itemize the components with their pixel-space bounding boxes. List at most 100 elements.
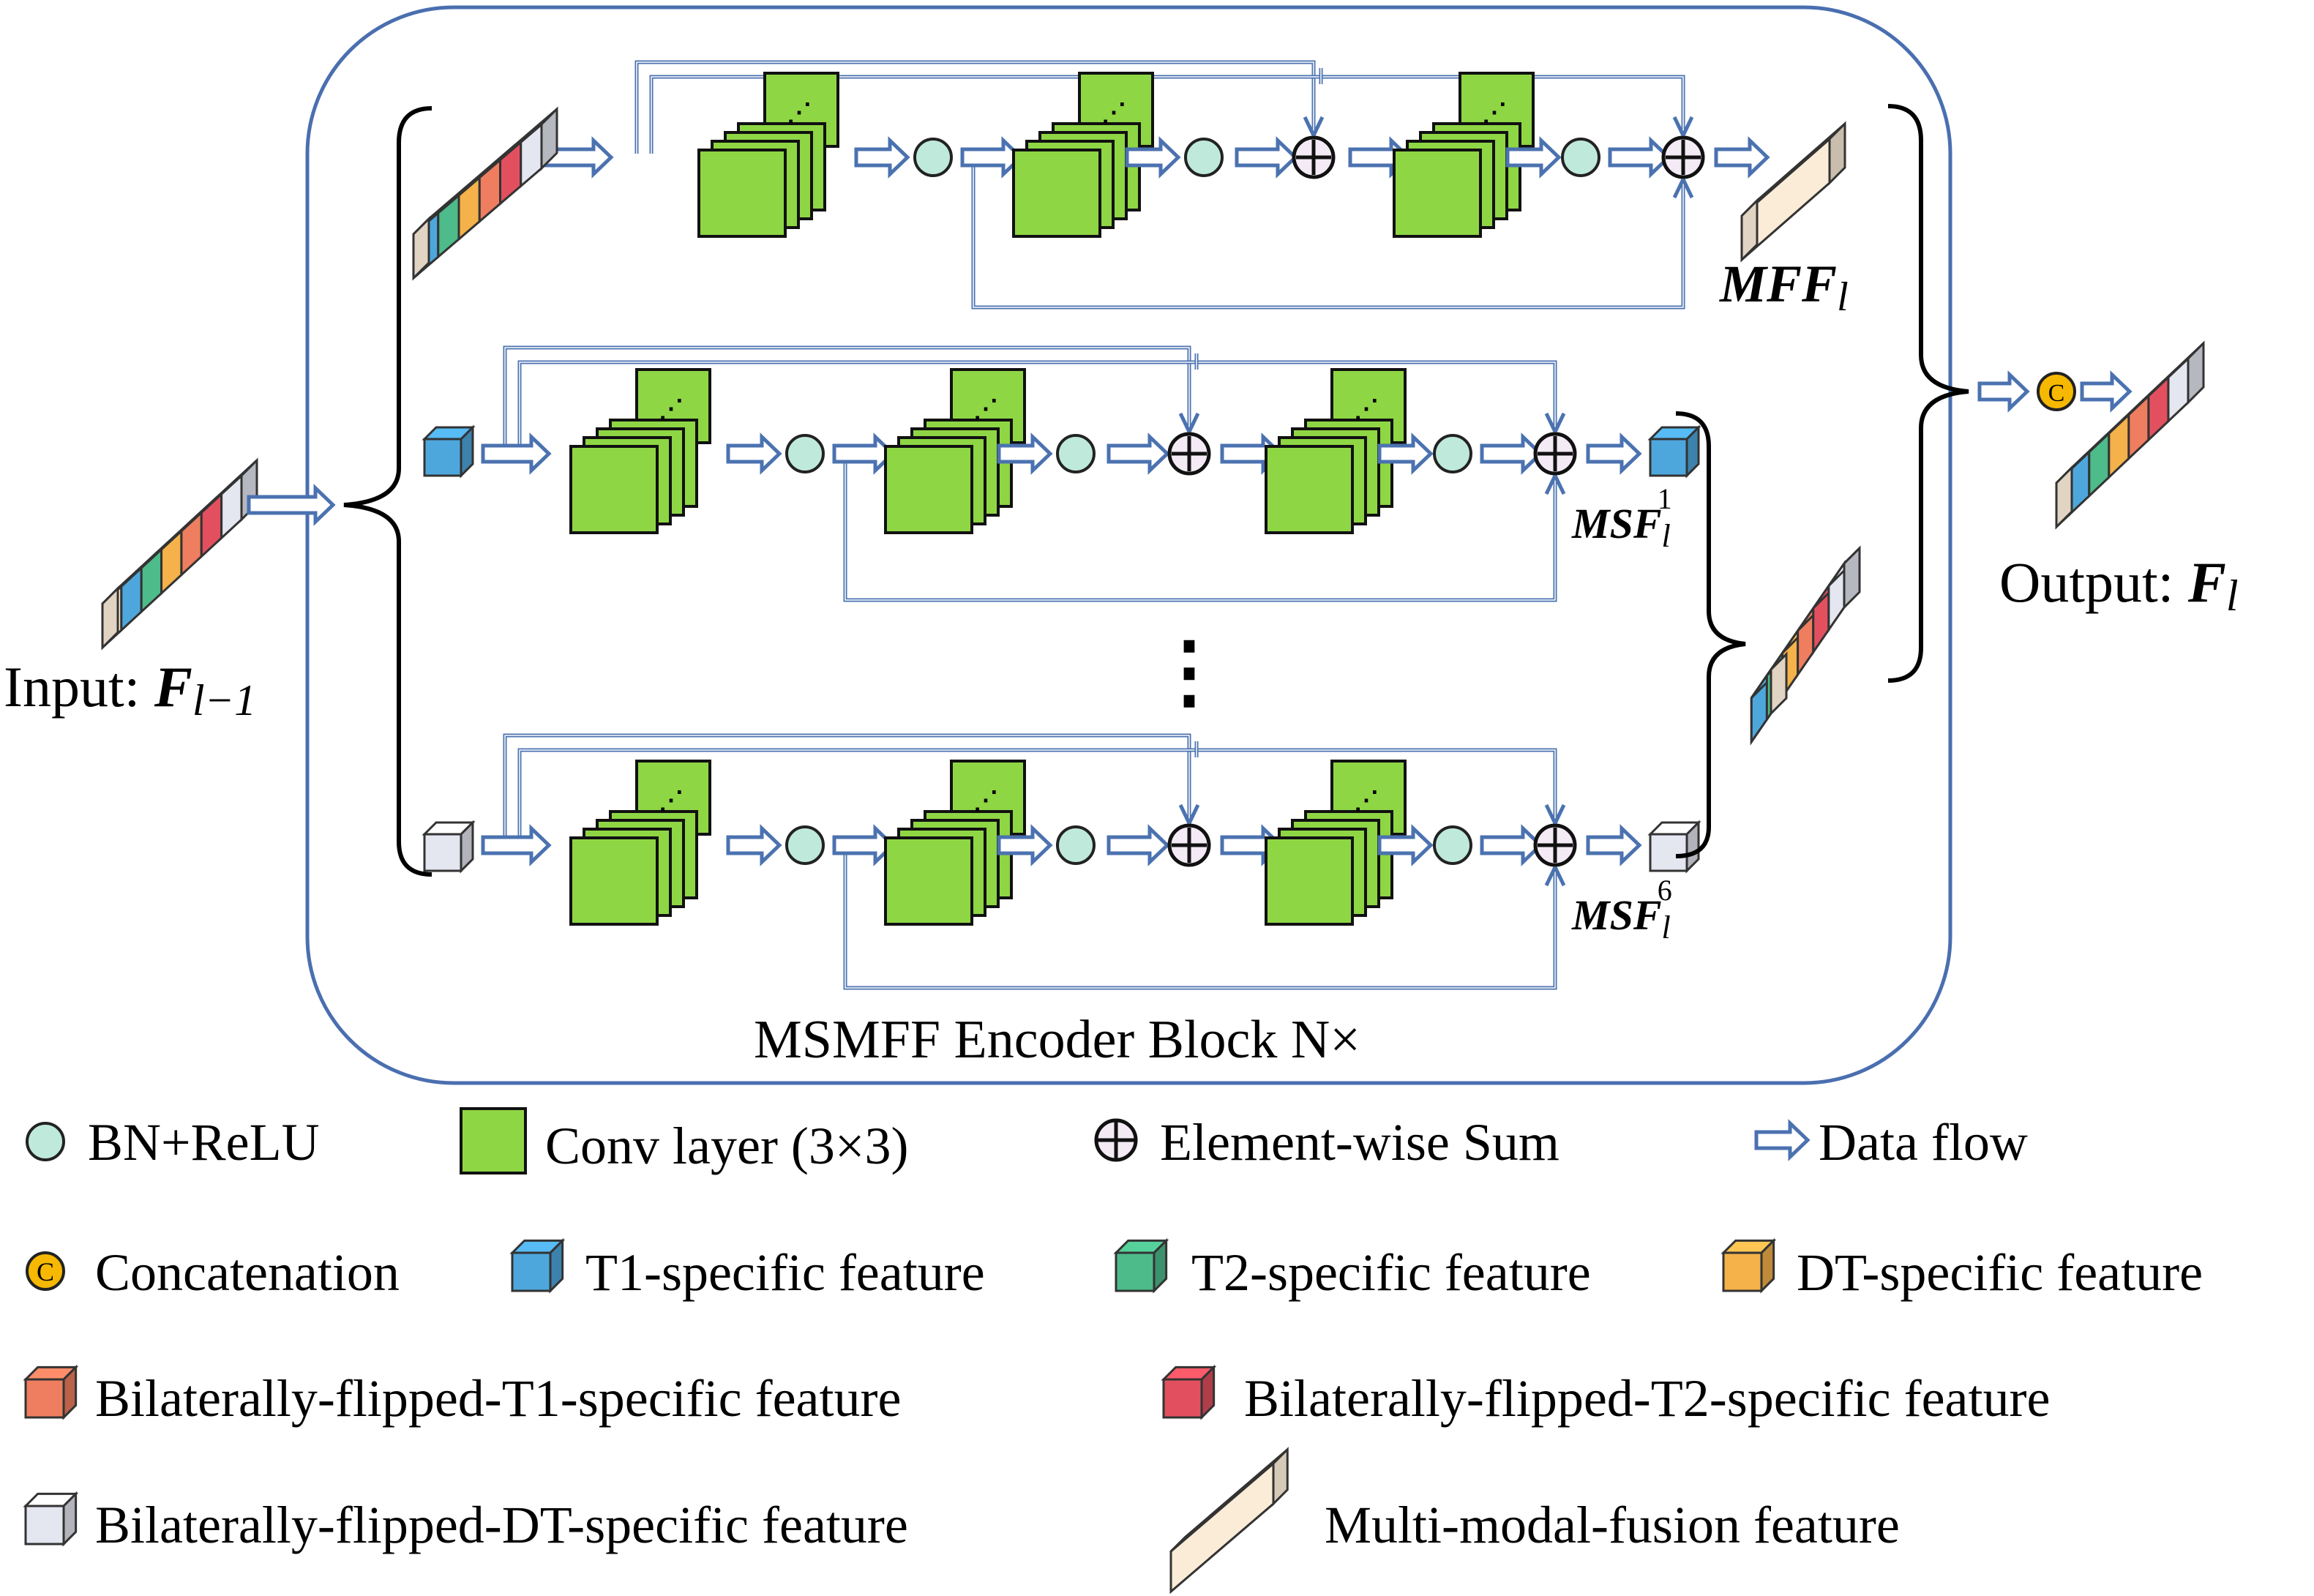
msf6-row-arrow-out — [1586, 824, 1642, 866]
msf6-input-cube-front — [423, 833, 463, 872]
mff-output-bar-start — [1740, 198, 1759, 263]
legend-mmf-icon — [1169, 1447, 1289, 1595]
msf1-row-conv-1-dots: ⋰ — [659, 396, 684, 423]
concat-arrow — [2080, 370, 2133, 413]
msf1-row-conv-3-dots: ⋰ — [1354, 396, 1379, 423]
legend: BN+ReLU Conv layer (3×3) Element-wise Su… — [23, 1107, 2203, 1595]
legend-flow-arrow — [1754, 1119, 1811, 1161]
msf6-input-cube — [422, 820, 476, 874]
msf6-row-conv-3-dots: ⋰ — [1354, 787, 1379, 814]
msf6-row-arrow-in — [481, 824, 552, 866]
block-label: MSMFF Encoder Block N× — [754, 1010, 1360, 1070]
msf1-output-cube — [1647, 424, 1701, 479]
msf1-row-skip-top-1-inner — [504, 347, 1190, 450]
msf1-row-arrow-6 — [1377, 432, 1434, 475]
msf6-row-tip-2 — [1544, 803, 1566, 825]
mff-row-arrow-7 — [1608, 136, 1671, 179]
msf1-row-sum-1 — [1167, 432, 1211, 476]
msf6-row-skip-bottom-inner — [845, 845, 1556, 989]
msf6-row-tip-3 — [1544, 866, 1566, 887]
legend-bf-t1-icon — [23, 1364, 79, 1420]
msf1-row-arrow-1 — [726, 432, 782, 475]
mff-row-bn-2 — [1184, 138, 1224, 177]
msf6-row-skip-top-1-inner — [504, 735, 1190, 842]
legend-bn-relu-icon — [26, 1122, 65, 1161]
mff-row-arrow-in — [543, 136, 614, 179]
legend-bf-t2-label: Bilaterally-flipped-T2-specific feature — [1244, 1369, 2050, 1428]
merge-arrow — [1977, 370, 2030, 413]
mff-row-skip-bottom-inner — [973, 157, 1684, 308]
output-label: Output: Fl — [1999, 550, 2239, 620]
legend-bf-dt-cube-front — [24, 1505, 65, 1546]
legend-t1-cube — [509, 1237, 566, 1294]
msf1-row-tip-1 — [1178, 412, 1200, 433]
msf6-row-conv-3-layer-0 — [1265, 836, 1354, 926]
concat-circle — [2037, 372, 2076, 411]
msf-stacked-bar-start — [1770, 651, 1788, 716]
split-brace — [343, 106, 433, 877]
legend-concat-label: Concatenation — [95, 1243, 400, 1302]
msf6-row-arrow-3 — [997, 824, 1053, 866]
encoder-block-frame — [305, 5, 1952, 1085]
msf6-row-skip-top-2-inner — [519, 749, 1556, 842]
legend-bf-t2-icon — [1161, 1364, 1217, 1420]
legend-dt-icon — [1720, 1237, 1777, 1294]
legend-t2-label: T2-specific feature — [1191, 1243, 1591, 1302]
legend-sum-label: Element-wise Sum — [1160, 1113, 1559, 1172]
mff-row-conv-1: ⋰ — [697, 72, 839, 238]
mff-row-tip-3 — [1672, 178, 1694, 199]
msf1-row-skip-top-2-inner — [519, 361, 1556, 450]
mff-row-bn-1 — [913, 138, 953, 177]
msf1-row-conv-3: ⋰ — [1265, 368, 1407, 534]
msf1-output-cube-front — [1649, 438, 1688, 477]
legend-mmf-front — [1169, 1461, 1275, 1595]
mff-row-conv-1-dots: ⋰ — [787, 100, 812, 127]
msf-last-label: MSFl6 — [1571, 874, 1672, 945]
msf6-row-conv-2: ⋰ — [884, 760, 1026, 926]
mff-row-tip-2 — [1672, 116, 1694, 137]
legend-mmf-cap — [1272, 1447, 1289, 1507]
mff-output-bar-cap — [1828, 121, 1846, 186]
legend-conv-icon — [460, 1107, 527, 1174]
msf6-row-bn-1 — [785, 825, 825, 865]
legend-dt-label: DT-specific feature — [1797, 1243, 2203, 1302]
flow-lines — [503, 60, 1694, 990]
mff-row-conv-3-layer-0 — [1393, 149, 1482, 238]
svg-text:C: C — [37, 1257, 54, 1286]
msf1-row-conv-2-dots: ⋰ — [973, 396, 998, 423]
mff-row-skip-top-2-inner — [651, 76, 1684, 154]
output-feature-bar — [2055, 340, 2205, 530]
legend-concat-icon: C — [26, 1251, 65, 1291]
msf1-row-bn-2 — [1056, 434, 1096, 473]
mff-row-sum-2 — [1661, 135, 1705, 179]
concat-node: C — [2037, 372, 2076, 411]
msf-first-label: MSFl1 — [1571, 482, 1672, 554]
input-feature-bar-start — [101, 585, 119, 651]
legend-bf-t1-cube-front — [24, 1378, 65, 1419]
mff-row-arrow-out — [1714, 136, 1770, 179]
msf6-row-conv-2-dots: ⋰ — [973, 787, 998, 814]
msf1-row-bn-3 — [1433, 434, 1472, 473]
legend-flow-label: Data flow — [1819, 1113, 2028, 1172]
legend-t2-icon — [1113, 1237, 1169, 1294]
legend-dt-cube — [1720, 1237, 1777, 1294]
legend-bf-t2-cube — [1161, 1364, 1217, 1420]
legend-bf-t2-cube-front — [1162, 1378, 1203, 1419]
msf1-row-tip-3 — [1544, 474, 1566, 495]
mff-row-conv-2: ⋰ — [1012, 72, 1154, 238]
msf-brace — [1675, 411, 1746, 858]
msf6-row-tip-1 — [1178, 803, 1200, 825]
mff-row-arrow-3 — [1125, 136, 1181, 179]
legend-t2-cube-front — [1115, 1251, 1156, 1292]
msf6-row-conv-2-layer-0 — [884, 836, 973, 926]
msf6-output-cube-front — [1649, 833, 1688, 872]
mff-row-arrow-1 — [854, 136, 910, 179]
mff-row-conv-2-dots: ⋰ — [1101, 100, 1126, 127]
mff-row-conv-3-dots: ⋰ — [1482, 100, 1507, 127]
msf1-input-cube-front — [423, 438, 463, 477]
msf6-row-conv-1-layer-0 — [569, 836, 659, 926]
msf1-row-bn-1 — [785, 434, 825, 473]
msf1-row-conv-3-layer-0 — [1265, 445, 1354, 534]
mff-row-sum-1 — [1292, 135, 1336, 179]
msf1-row-conv-2-layer-0 — [884, 445, 973, 534]
